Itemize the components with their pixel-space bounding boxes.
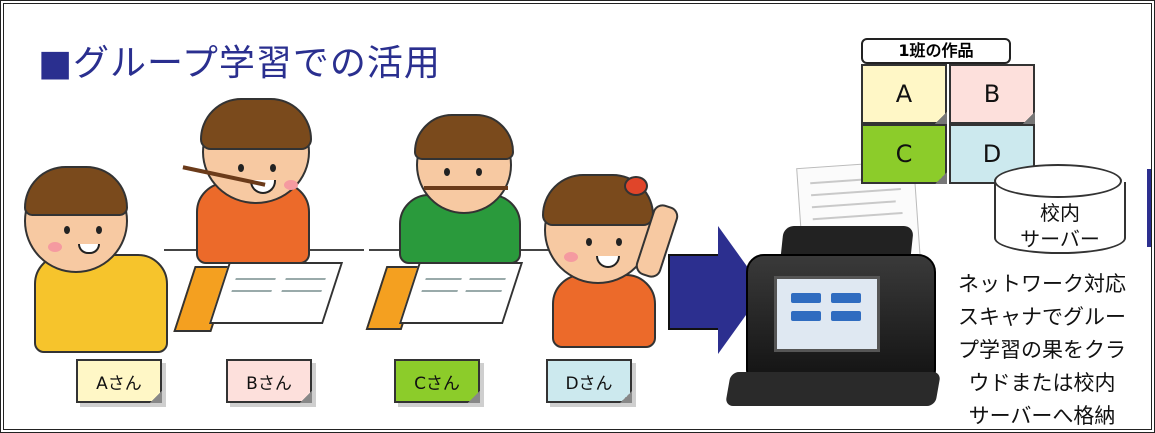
child-b-eye [238,164,244,172]
child-a-eye [64,226,70,234]
child-d-eye [586,238,592,246]
student-d-tag: Dさん [546,359,632,403]
server-label: 校内 サーバー [994,200,1126,252]
work-card-a-label: A [895,80,913,108]
book-line [285,278,326,280]
paper-line [811,188,901,197]
child-a-eye [96,226,102,234]
work-card-c: C [861,124,947,184]
child-b-hair [200,98,312,150]
server-cylinder-top [994,164,1122,198]
child-b-eye [270,164,276,172]
scanner-touch-screen [774,276,880,352]
caption-line: ウドまたは校内 [968,371,1116,395]
child-d-cheek [564,252,578,262]
screen-button [831,293,861,303]
work-card-b-label: B [983,80,1001,108]
child-d-body [552,274,656,348]
child-c-eye [476,168,482,176]
work-card-c-label: C [895,140,913,168]
student-a-tag: Aさん [76,359,162,403]
student-b-tag: Bさん [226,359,312,403]
caption: ネットワーク対応 スキャナでグルー プ学習の果をクラ ウドまたは校内 サーバーへ… [926,268,1151,429]
pencil [424,186,508,190]
caption-line: プ学習の果をクラ [958,338,1126,362]
student-a-label: Aさん [96,373,142,394]
book-line [425,278,462,280]
work-card-b: B [949,64,1035,124]
student-d-label: Dさん [565,373,613,394]
child-a-body [34,254,168,353]
student-b-label: Bさん [246,373,292,394]
student-c-label: Cさん [414,373,460,394]
server-label-line2: サーバー [1020,227,1100,251]
child-a-hair [24,166,128,216]
works-heading: 1班の作品 [861,38,1011,64]
scanner-output-tray [725,372,941,406]
child-d-eye [616,238,622,246]
paper-line [812,211,903,221]
book-line [469,278,506,280]
open-textbook [208,262,344,324]
child-a-cheek [48,242,62,252]
server-icon: 校内 サーバー [994,164,1126,260]
screen-button [791,311,821,321]
book-line [465,290,502,292]
paper-line [811,200,896,209]
work-card-a: A [861,64,947,124]
caption-line: スキャナでグルー [958,305,1126,329]
hair-bow [624,176,648,196]
server-label-line1: 校内 [1040,201,1080,225]
book-line [421,290,458,292]
child-c-eye [444,168,450,176]
caption-line: ネットワーク対応 [958,272,1126,296]
book-line [281,290,322,292]
work-card-d-label: D [982,140,1002,168]
slide-title: ■グループ学習での活用 [38,43,441,84]
screen-button [791,293,821,303]
child-b-cheek [284,180,298,190]
open-textbook [398,262,524,324]
book-line [235,278,276,280]
student-c-tag: Cさん [394,359,480,403]
screen-button [831,311,861,321]
book-line [231,290,272,292]
caption-line: サーバーへ格納 [968,404,1116,428]
cloud-icon-partial [1147,169,1151,247]
child-b-body [196,182,310,264]
child-c-hair [414,114,514,160]
